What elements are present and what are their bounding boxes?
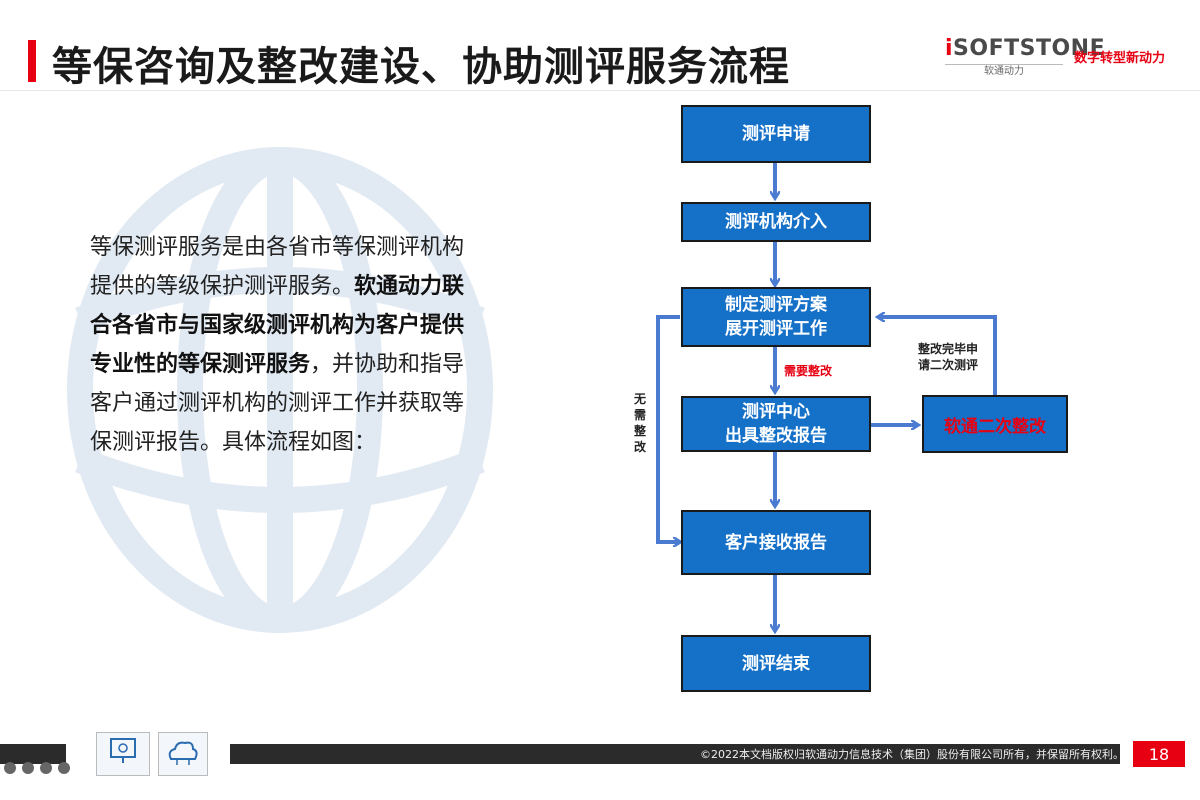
logo-subtext: 软通动力 bbox=[945, 64, 1063, 78]
logo-wordmark: iSOFTSTONE bbox=[945, 36, 1106, 61]
label-retest-line2: 请二次测评 bbox=[918, 358, 979, 372]
node-plan-line2: 展开测评工作 bbox=[725, 319, 827, 339]
footer-bar bbox=[230, 744, 1120, 764]
description-part1: 等保测评服务是由各省市等保测评机构提供的等级保护测评服务。 bbox=[90, 235, 465, 299]
monitor-icon bbox=[110, 738, 136, 763]
node-plan: 制定测评方案 展开测评工作 bbox=[681, 287, 871, 347]
title-accent-bar bbox=[28, 40, 36, 82]
node-receive: 客户接收报告 bbox=[681, 510, 871, 575]
pen-icon[interactable] bbox=[58, 762, 70, 774]
page-number: 18 bbox=[1133, 741, 1185, 767]
slide-thumbnail-1[interactable] bbox=[96, 732, 150, 776]
copyright-text: ©2022本文档版权归软通动力信息技术（集团）股份有限公司所有，并保留所有权利。 bbox=[700, 748, 1124, 761]
description-paragraph: 等保测评服务是由各省市等保测评机构提供的等级保护测评服务。软通动力联合各省市与国… bbox=[90, 228, 470, 462]
label-retest-line1: 整改完毕申 bbox=[918, 342, 979, 356]
node-second-fix: 软通二次整改 bbox=[922, 395, 1068, 453]
playback-controls bbox=[4, 762, 70, 774]
description-part3: ，并协助和指导客户通过测评机构的测评工作并获取等保测评报告。具体流程如图： bbox=[90, 352, 465, 455]
globe-watermark bbox=[67, 147, 493, 633]
description-bold: 软通动力联合各省市与国家级测评机构为客户提供专业性的等保测评服务 bbox=[90, 274, 465, 377]
footer-bar-left bbox=[0, 744, 66, 764]
label-need-fix: 需要整改 bbox=[784, 364, 833, 378]
play-icon[interactable] bbox=[22, 762, 34, 774]
flowchart-connectors bbox=[656, 163, 997, 705]
slogan: 数字转型新动力 bbox=[1074, 51, 1166, 66]
slide-thumbnail-2[interactable] bbox=[158, 732, 208, 776]
arrow-no-fix bbox=[656, 315, 680, 542]
page-title: 等保咨询及整改建设、协助测评服务流程 bbox=[52, 44, 790, 90]
node-plan-line1: 制定测评方案 bbox=[725, 295, 827, 315]
label-retest: 整改完毕申 请二次测评 bbox=[918, 341, 978, 373]
flowchart: 测评申请 测评机构介入 制定测评方案 展开测评工作 测评中心 出具整改报告 软通… bbox=[600, 95, 1100, 705]
node-center-line2: 出具整改报告 bbox=[725, 426, 827, 446]
next-icon[interactable] bbox=[40, 762, 52, 774]
node-center-line1: 测评中心 bbox=[742, 402, 810, 422]
node-end: 测评结束 bbox=[681, 635, 871, 692]
label-no-fix: 无需整改 bbox=[633, 392, 646, 454]
header-divider bbox=[0, 90, 1200, 91]
node-center: 测评中心 出具整改报告 bbox=[681, 396, 871, 452]
company-logo: iSOFTSTONE 软通动力 bbox=[945, 36, 1106, 80]
node-apply: 测评申请 bbox=[681, 105, 871, 163]
cloud-icon bbox=[168, 741, 198, 765]
prev-icon[interactable] bbox=[4, 762, 16, 774]
node-agency: 测评机构介入 bbox=[681, 202, 871, 242]
arrow-second-plan bbox=[878, 317, 997, 395]
